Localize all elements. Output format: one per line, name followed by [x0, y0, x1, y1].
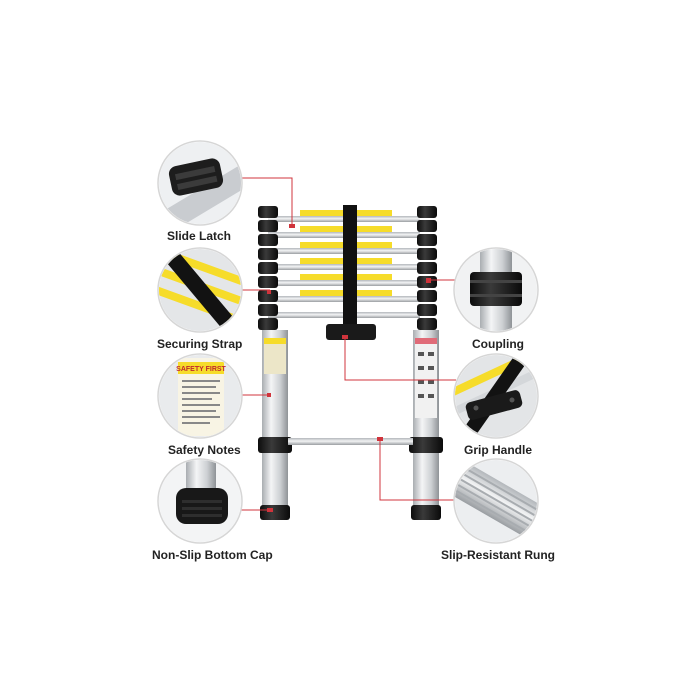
- right-foot-cap: [411, 505, 441, 520]
- leader-slip-rung: [379, 440, 456, 501]
- callout-leader-lines: [240, 177, 456, 511]
- slide-latch-label: Slide Latch: [167, 229, 232, 243]
- securing-strap-label: Securing Strap: [157, 337, 243, 351]
- grip-handle: [326, 324, 376, 340]
- non-slip-bottom-cap-detail-circle: [157, 458, 243, 544]
- securing-strap-detail-circle: [157, 247, 243, 333]
- leader-endpoints: [267, 224, 431, 512]
- coupling-stack-right: [417, 206, 437, 330]
- slip-resistant-rung-label: Slip-Resistant Rung: [441, 548, 556, 562]
- ladder: [258, 205, 443, 520]
- slip-resistant-rung-detail-circle: [453, 458, 539, 544]
- securing-strap: [343, 205, 357, 335]
- slide-latch-detail-circle: [157, 140, 243, 226]
- non-slip-bottom-cap-label: Non-Slip Bottom Cap: [152, 548, 273, 562]
- coupling-stack-left: [258, 206, 278, 330]
- grip-handle-label: Grip Handle: [464, 443, 533, 457]
- coupling-label: Coupling: [472, 337, 524, 351]
- safety-notes-label: Safety Notes: [168, 443, 241, 457]
- safety-notes-detail-circle: SAFETY FIRST: [157, 353, 243, 439]
- leader-slide-latch: [240, 177, 293, 225]
- left-foot-cap: [260, 505, 290, 520]
- leader-grip-handle: [344, 338, 456, 381]
- bottom-rung: [288, 438, 413, 445]
- grip-handle-detail-circle: [453, 353, 539, 439]
- coupling-detail-circle: [453, 247, 539, 333]
- safety-first-sticker-text: SAFETY FIRST: [176, 366, 226, 373]
